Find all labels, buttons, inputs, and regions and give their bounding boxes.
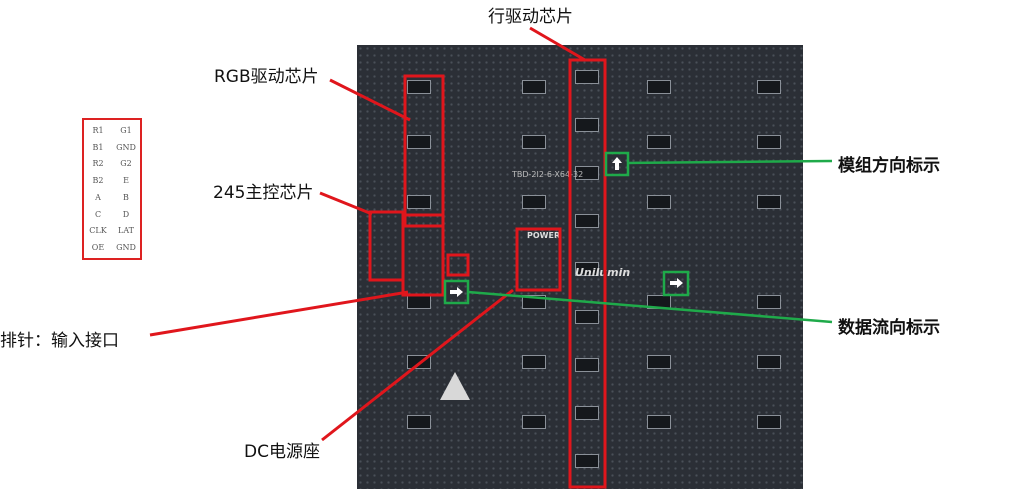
pin-label: B1 xyxy=(92,142,104,152)
driver-chip xyxy=(647,355,671,369)
main-chip-label: 245主控芯片 xyxy=(213,183,314,203)
driver-chip xyxy=(407,195,431,209)
pin-label: B xyxy=(123,192,129,202)
rgb-driver-leader xyxy=(329,78,411,122)
dc-power-box xyxy=(515,227,562,292)
row-driver-label: 行驱动芯片 xyxy=(488,7,573,27)
driver-chip xyxy=(407,135,431,149)
pin-label: GND xyxy=(116,142,136,152)
driver-chip xyxy=(757,355,781,369)
pin-label: OE xyxy=(91,243,105,253)
pin-label: D xyxy=(122,209,130,219)
data-direction-label: 数据流向标示 xyxy=(838,318,940,338)
pin-label: R1 xyxy=(92,125,104,135)
small-chip-box xyxy=(446,253,470,277)
driver-chip xyxy=(407,415,431,429)
data-direction-leader xyxy=(467,290,833,324)
data-direction-box-2 xyxy=(662,270,690,297)
driver-chip xyxy=(522,355,546,369)
part-number: TBD-2I2-6-X64-32 xyxy=(512,170,584,179)
row-chip xyxy=(575,454,599,468)
driver-chip xyxy=(757,135,781,149)
arrow-right-icon xyxy=(450,287,463,297)
module-direction-leader xyxy=(627,159,833,165)
pin-label: G1 xyxy=(120,125,132,135)
pin-label: B2 xyxy=(92,176,104,186)
pin-label: R2 xyxy=(92,159,104,169)
row-chip xyxy=(575,310,599,324)
pin-label: GND xyxy=(116,243,136,253)
dc-power-label: DC电源座 xyxy=(244,442,320,462)
row-chip xyxy=(575,262,599,276)
row-chip xyxy=(575,358,599,372)
row-driver-box xyxy=(568,58,607,489)
arrow-up-icon xyxy=(612,157,622,170)
power-silkscreen: POWER xyxy=(527,231,561,240)
input-header-box xyxy=(401,213,445,297)
module-direction-box xyxy=(604,151,630,177)
row-chip xyxy=(575,118,599,132)
driver-chip xyxy=(647,415,671,429)
main-chip-leader xyxy=(319,191,373,216)
row-chip xyxy=(575,70,599,84)
driver-chip xyxy=(647,80,671,94)
driver-chip xyxy=(757,80,781,94)
pin-label: A xyxy=(95,192,101,202)
pin-label: C xyxy=(94,209,102,219)
row-chip xyxy=(575,166,599,180)
driver-chip xyxy=(757,195,781,209)
input-header-leader xyxy=(149,290,409,337)
led-module-board xyxy=(357,45,803,489)
driver-chip xyxy=(407,80,431,94)
brand-logo: Unilumin xyxy=(575,266,631,279)
row-chip xyxy=(575,406,599,420)
driver-chip xyxy=(647,195,671,209)
pin-label: CLK xyxy=(89,226,107,236)
driver-chip xyxy=(647,135,671,149)
pin-label: LAT xyxy=(118,226,134,236)
driver-chip xyxy=(522,135,546,149)
rgb-driver-box xyxy=(403,74,445,228)
input-header-label: 排针：输入接口 xyxy=(0,331,119,351)
main-chip-box xyxy=(368,210,405,282)
row-chip xyxy=(575,214,599,228)
row-driver-leader xyxy=(529,26,586,62)
pin-label: G2 xyxy=(120,159,132,169)
driver-chip xyxy=(522,415,546,429)
rgb-driver-label: RGB驱动芯片 xyxy=(214,67,319,87)
driver-chip xyxy=(522,80,546,94)
dc-power-leader xyxy=(321,288,514,442)
module-direction-label: 模组方向标示 xyxy=(838,156,940,176)
driver-chip xyxy=(757,415,781,429)
pin-label: E xyxy=(123,176,129,186)
esd-warning-icon xyxy=(440,372,470,400)
driver-chip xyxy=(522,195,546,209)
driver-chip xyxy=(757,295,781,309)
arrow-right-icon xyxy=(670,278,683,288)
